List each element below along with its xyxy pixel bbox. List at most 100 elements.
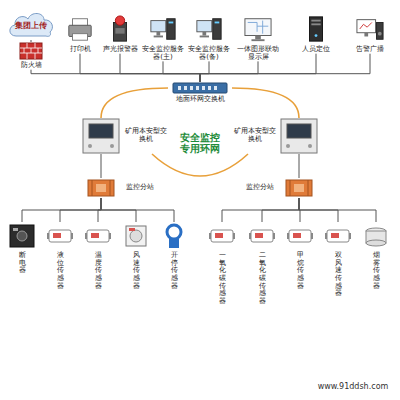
cloud-node: 集团上传 [6, 8, 56, 40]
icon-part [251, 230, 273, 242]
sensor-icon [47, 222, 73, 250]
icon-part [311, 20, 320, 22]
icon-part [129, 228, 135, 231]
icon-part [110, 144, 114, 148]
wire-connector [22, 198, 101, 222]
swbox-icon [280, 118, 318, 154]
smoke-node: 烟雾传感器 [361, 222, 391, 290]
icon-part [290, 180, 308, 196]
sensor-icon [249, 222, 275, 250]
sensor-node: 甲烷传感器 [285, 222, 315, 290]
mine-switch: 矿用本安型交换机 [230, 118, 318, 154]
wire-connector [299, 154, 300, 178]
swbox-icon [82, 118, 120, 154]
icon-part [115, 16, 124, 25]
icon-part [178, 86, 217, 90]
icon-part [377, 22, 384, 39]
icon-part [286, 180, 312, 196]
icon-part [211, 230, 233, 242]
device-label: 监控分站 [238, 184, 282, 192]
breaker-icon [9, 222, 35, 250]
person-icon [302, 14, 330, 44]
sensor-icon [287, 222, 313, 250]
icon-part [49, 230, 71, 242]
icon-part [213, 19, 221, 40]
firewall: 防火墙 [8, 42, 54, 70]
ringswitch-icon [172, 82, 228, 94]
icon-part [47, 233, 49, 239]
device-label: 声光报警器 [103, 46, 138, 54]
alarm-node: 声光报警器 [100, 14, 140, 54]
icon-part [167, 225, 181, 239]
server-node: 安全监控服务器(备) [188, 14, 230, 61]
icon-part [287, 233, 289, 239]
device-label: 监控分站 [118, 184, 162, 192]
icon-part [245, 19, 271, 36]
wire-connector [200, 61, 209, 82]
icon-part [286, 144, 290, 148]
ring-connector [152, 154, 248, 176]
hook-icon [161, 222, 187, 250]
device-label: 断电器 [19, 252, 26, 275]
icon-part [215, 233, 223, 238]
device-label: 风速传感器 [133, 252, 140, 290]
icon-part [251, 39, 264, 41]
device-label: 告警广播 [356, 46, 384, 54]
icon-part [126, 226, 146, 246]
station-icon [87, 178, 115, 198]
printer-node: 打印机 [62, 14, 98, 54]
icon-part [287, 124, 311, 138]
server-node: 安全监控服务器(主) [142, 14, 184, 61]
icon-part [293, 233, 301, 238]
sensor-node: 一氧化碳传感器 [207, 222, 237, 306]
device-label: 一氧化碳传感器 [219, 252, 226, 306]
icon-part [53, 233, 61, 238]
device-label: 液位传感器 [57, 252, 64, 290]
fan-node: 风速传感器 [121, 222, 151, 290]
wire-connector [31, 40, 32, 42]
wire-connector [163, 61, 200, 82]
wire-connector [200, 61, 258, 82]
device-label: 矿用本安型交换机 [123, 128, 168, 143]
icon-part [71, 233, 73, 239]
icon-part [364, 33, 368, 37]
sensor-icon [209, 222, 235, 250]
icon-part [83, 119, 119, 153]
smoke-icon [363, 222, 389, 250]
icon-part [308, 144, 312, 148]
server-icon [149, 14, 177, 44]
device-label: 一体图形联动显示屏 [234, 46, 282, 61]
printer-icon [66, 14, 94, 44]
icon-part [289, 230, 311, 242]
device-label: 安全监控服务器(主) [142, 46, 184, 61]
icon-part [215, 22, 220, 24]
icon-part [325, 233, 327, 239]
icon-part [281, 119, 317, 153]
device-label: 打印机 [70, 46, 91, 54]
watermark: www.91ddsh.com [310, 383, 396, 392]
icon-part [173, 83, 227, 93]
device-label: 地面环网交换机 [176, 96, 225, 104]
icon-part [255, 36, 261, 40]
device-label: 开停传感器 [171, 252, 178, 290]
icon-part [378, 32, 382, 36]
sensor-icon [85, 222, 111, 250]
icon-part [233, 233, 235, 239]
icon-part [89, 124, 113, 138]
sensor-node: 温度传感器 [83, 222, 113, 290]
hook-node: 开停传感器 [159, 222, 189, 290]
icon-part [88, 144, 92, 148]
icon-part [130, 230, 142, 242]
icon-part [20, 43, 42, 59]
mine-switch: 矿用本安型交换机 [82, 118, 170, 154]
server-icon [195, 14, 223, 44]
icon-part [169, 22, 174, 24]
sensor-node: 二氧化碳传感器 [247, 222, 277, 306]
icon-part [209, 233, 211, 239]
icon-part [85, 233, 87, 239]
wire-connector [222, 198, 299, 222]
icon-part [294, 184, 304, 192]
speaker-node: 告警广播 [350, 14, 390, 54]
icon-part [315, 34, 318, 37]
icon-part [10, 225, 34, 247]
